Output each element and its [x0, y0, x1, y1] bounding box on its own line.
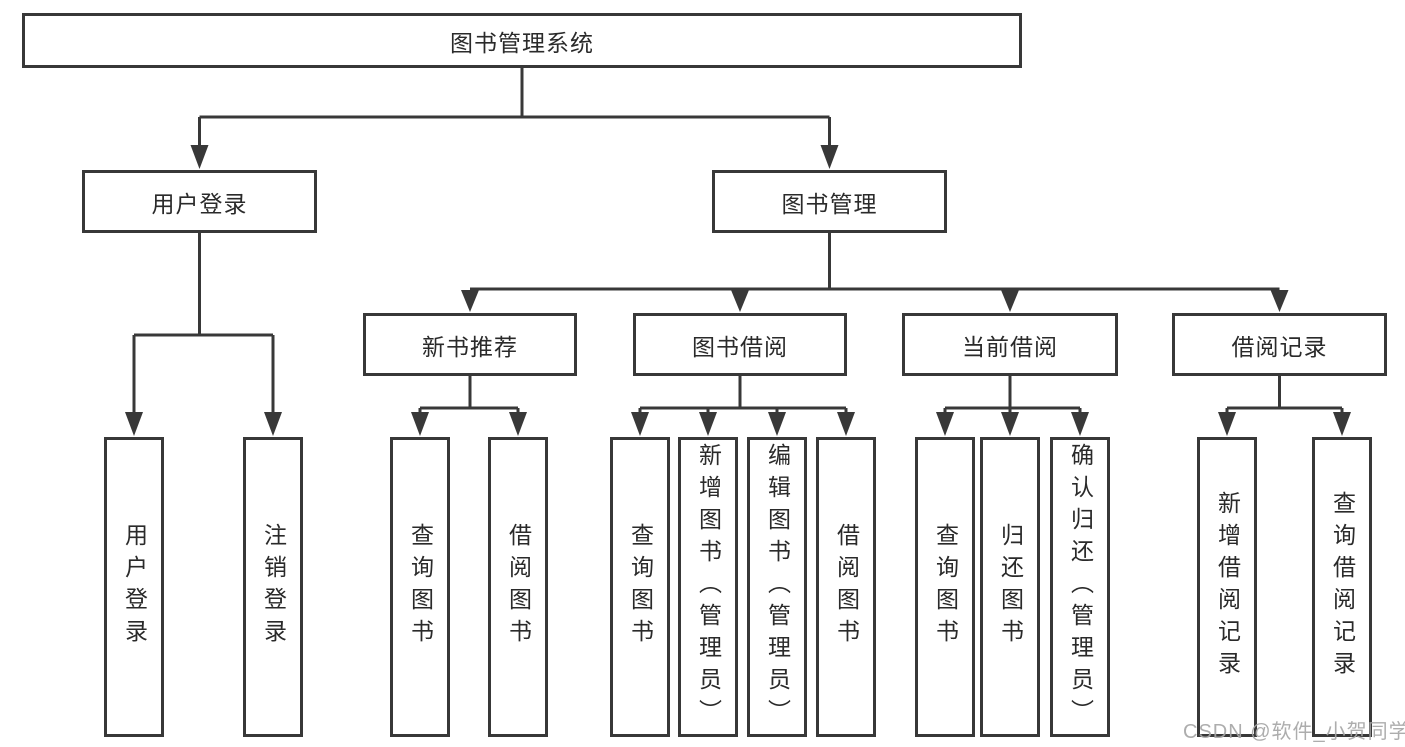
csdn-watermark: CSDN @软件_小贺同学	[1183, 721, 1405, 743]
connector-user-login-drop	[132, 233, 275, 414]
leaf-bb-borrow-books-label: 借阅图书	[833, 523, 860, 651]
node-borrow-records-label: 借阅记录	[1231, 333, 1328, 360]
leaf-br-query-record-label: 查询借阅记录	[1329, 491, 1356, 683]
node-borrow-records: 借阅记录	[1172, 313, 1387, 376]
leaf-cb-return-books-label: 归还图书	[997, 523, 1024, 651]
leaf-cb-query-books: 查询图书	[915, 437, 975, 737]
leaf-cb-confirm-return: 确认归还（管理员）	[1050, 437, 1110, 737]
leaf-bb-edit-books-label: 编辑图书（管理员）	[764, 443, 791, 731]
node-book-borrow: 图书借阅	[633, 313, 847, 376]
leaf-br-add-record: 新增借阅记录	[1197, 437, 1257, 737]
node-root: 图书管理系统	[22, 13, 1022, 68]
leaf-nb-borrow-books-label: 借阅图书	[505, 523, 532, 651]
leaf-bb-add-books: 新增图书（管理员）	[678, 437, 738, 737]
node-new-book-recommend: 新书推荐	[363, 313, 577, 376]
connector-current-borrow-drop	[943, 376, 1082, 414]
leaf-cb-query-books-label: 查询图书	[932, 523, 959, 651]
connector-borrow-records-drop	[1225, 376, 1344, 414]
node-book-management-label: 图书管理	[781, 190, 878, 217]
connector-root-drop	[198, 68, 831, 148]
leaf-logout-label: 注销登录	[260, 523, 287, 651]
connector-new-book-drop	[418, 376, 520, 414]
leaf-bb-add-books-label: 新增图书（管理员）	[695, 443, 722, 731]
connector-book-management-drop	[470, 233, 1280, 291]
leaf-nb-query-books: 查询图书	[390, 437, 450, 737]
leaf-bb-borrow-books: 借阅图书	[816, 437, 876, 737]
node-new-book-recommend-label: 新书推荐	[422, 333, 518, 360]
leaf-br-query-record: 查询借阅记录	[1312, 437, 1372, 737]
leaf-nb-borrow-books: 借阅图书	[488, 437, 548, 737]
connector-book-borrow-drop	[638, 376, 848, 414]
node-book-management: 图书管理	[712, 170, 947, 233]
leaf-user-login-label: 用户登录	[121, 523, 148, 651]
leaf-bb-query-books: 查询图书	[610, 437, 670, 737]
leaf-br-add-record-label: 新增借阅记录	[1214, 491, 1241, 683]
leaf-user-login: 用户登录	[104, 437, 164, 737]
leaf-logout: 注销登录	[243, 437, 303, 737]
leaf-nb-query-books-label: 查询图书	[407, 523, 434, 651]
node-current-borrow-label: 当前借阅	[962, 333, 1058, 360]
leaf-cb-confirm-return-label: 确认归还（管理员）	[1067, 443, 1094, 731]
leaf-cb-return-books: 归还图书	[980, 437, 1040, 737]
node-user-login: 用户登录	[82, 170, 317, 233]
node-root-label: 图书管理系统	[450, 29, 594, 56]
node-user-login-label: 用户登录	[151, 190, 248, 217]
leaf-bb-query-books-label: 查询图书	[627, 523, 654, 651]
node-book-borrow-label: 图书借阅	[692, 333, 788, 360]
leaf-bb-edit-books: 编辑图书（管理员）	[747, 437, 807, 737]
node-current-borrow: 当前借阅	[902, 313, 1118, 376]
